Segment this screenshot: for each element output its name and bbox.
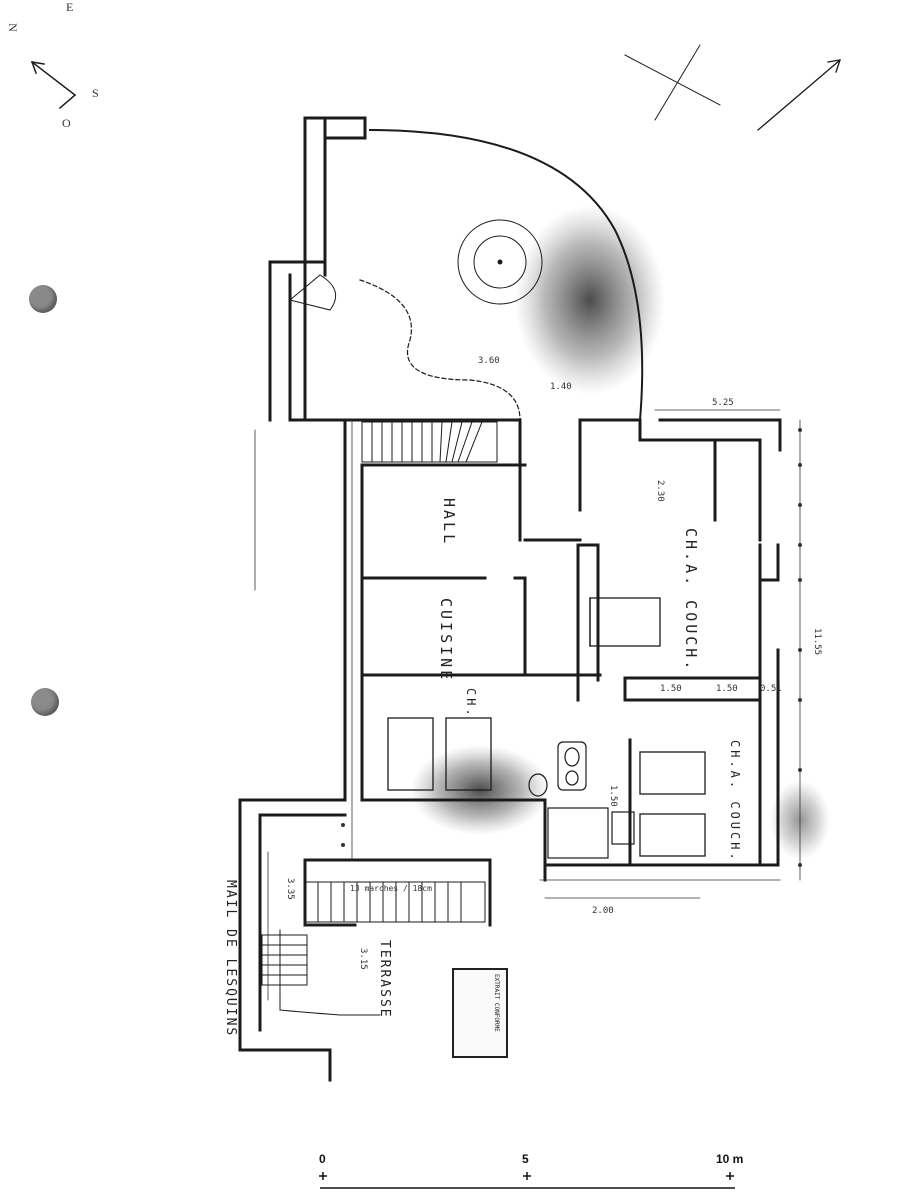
room-label-mail: MAIL DE LESQUINS bbox=[223, 880, 238, 1038]
curved-bay-inner bbox=[359, 279, 521, 421]
dim-label-1-50-c: 1.50 bbox=[608, 785, 618, 807]
bed-bedroom-2 bbox=[639, 751, 706, 857]
scale-label-5: 5 bbox=[522, 1152, 529, 1166]
dim-label-1-40: 1.40 bbox=[550, 382, 572, 392]
official-stamp: EXTRAIT CONFORME bbox=[452, 968, 508, 1058]
dim-label-1-50-b: 1.50 bbox=[716, 684, 738, 694]
dim-label-3-60: 3.60 bbox=[478, 356, 500, 366]
compass-south-label: S bbox=[92, 86, 99, 100]
punch-hole-top bbox=[29, 285, 57, 313]
north-arrow-right bbox=[757, 59, 841, 131]
scale-bar bbox=[319, 1172, 735, 1189]
wall-top-wing bbox=[268, 116, 522, 422]
compass-west-label: O bbox=[62, 116, 71, 130]
orientation-cross bbox=[624, 44, 721, 121]
room-label-terrasse: TERRASSE bbox=[377, 940, 392, 1019]
dim-label-1-50-a: 1.50 bbox=[660, 684, 682, 694]
room-label-ch: CH. bbox=[464, 688, 478, 719]
dim-label-2-00: 2.00 bbox=[592, 906, 614, 916]
dim-label-2-30: 2.30 bbox=[655, 480, 665, 502]
north-arrow-left bbox=[30, 60, 77, 110]
punch-hole-bottom bbox=[31, 688, 59, 716]
scan-smudge-upper bbox=[515, 205, 665, 395]
bed-bedroom-3 bbox=[387, 717, 492, 791]
dim-label-11-55: 11.55 bbox=[812, 628, 822, 656]
staircase-lower bbox=[304, 881, 486, 923]
dim-label-5-25: 5.25 bbox=[712, 398, 734, 408]
stair-note: 13 marches / 18cm bbox=[350, 884, 432, 893]
exterior-steps bbox=[261, 929, 381, 1016]
round-table bbox=[457, 219, 543, 305]
scale-label-10m: 10 m bbox=[716, 1152, 744, 1166]
room-label-cuisine: CUISINE bbox=[437, 598, 455, 683]
compass-north-label: N bbox=[5, 23, 20, 32]
staircase-upper bbox=[361, 421, 498, 463]
curved-bay-wall bbox=[368, 128, 644, 422]
compass-east-label: E bbox=[66, 0, 74, 14]
bathroom-fixtures bbox=[528, 741, 635, 859]
dim-label-3-35: 3.35 bbox=[285, 878, 295, 900]
wall-middle-block bbox=[343, 418, 782, 802]
dim-label-3-15: 3.15 bbox=[358, 948, 368, 970]
room-label-hall: HALL bbox=[440, 498, 458, 547]
dimension-ticks bbox=[341, 428, 802, 867]
scale-label-0: 0 bbox=[319, 1152, 326, 1166]
wall-right-wing bbox=[543, 543, 780, 882]
stamp-text: EXTRAIT CONFORME bbox=[493, 974, 500, 1032]
dimension-lines bbox=[254, 409, 801, 1001]
dim-label-0-51: 0.51 bbox=[760, 684, 782, 694]
door-swing-top bbox=[288, 274, 337, 311]
room-label-chambre-1: CH.A. COUCH. bbox=[682, 528, 700, 673]
room-label-chambre-2: CH.A. COUCH. bbox=[728, 740, 742, 863]
bed-bedroom-1 bbox=[589, 597, 661, 647]
